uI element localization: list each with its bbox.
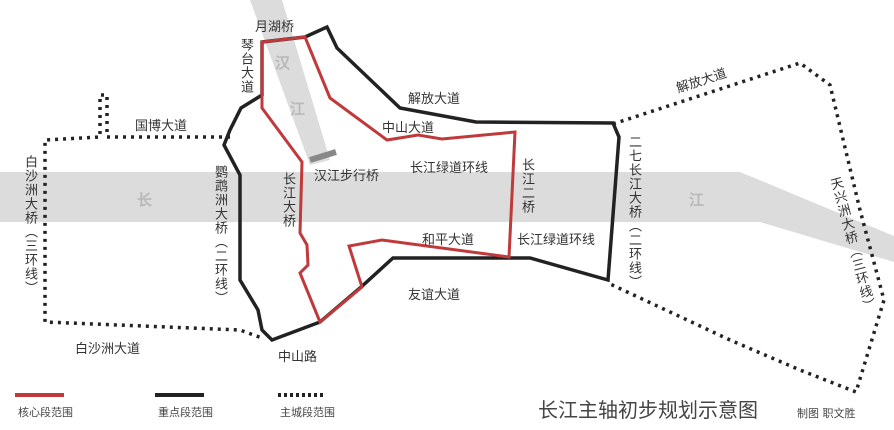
yangtze-river [0, 172, 894, 262]
road-label: 长江大桥 [280, 172, 295, 228]
river-label: 江 [290, 100, 306, 118]
legend-key-label: 重点段范围 [158, 406, 213, 419]
road-label: 中山路 [278, 350, 318, 365]
river-label: 江 [689, 191, 705, 209]
road-label: 长江绿道环线 [410, 161, 489, 176]
road-label: 和平大道 [422, 233, 475, 248]
main-city-boundary-right [607, 61, 886, 395]
road-label: 解放大道 [408, 92, 461, 107]
road-label: 中山大道 [382, 121, 435, 136]
core-section-boundary [260, 35, 517, 325]
map-title: 长江主轴初步规划示意图 [538, 398, 758, 422]
hanjiang-footbridge [309, 149, 337, 163]
main-city-boundary [43, 93, 263, 340]
road-label: 琴台大道 [238, 38, 253, 94]
road-label: 汉江步行桥 [314, 169, 380, 184]
river-label: 汉 [275, 54, 291, 72]
road-label: 国博大道 [135, 119, 188, 134]
road-label: 月湖桥 [255, 20, 295, 35]
road-label: 鹦鹉洲大桥（二环线） [212, 165, 227, 305]
map-credit: 制图 职文胜 [797, 407, 856, 420]
river-label: 长 [137, 191, 153, 209]
legend-main-label: 主城段范围 [280, 406, 335, 419]
legend-core-label: 核心段范围 [18, 406, 73, 419]
road-label: 友谊大道 [408, 288, 461, 303]
road-label: 白沙洲大桥（三环线） [22, 155, 37, 295]
road-label: 二七长江大桥（二环线） [626, 135, 641, 289]
road-label: 长江二桥 [519, 158, 534, 214]
road-label: 长江绿道环线 [517, 233, 596, 248]
road-label: 白沙洲大道 [75, 342, 141, 357]
